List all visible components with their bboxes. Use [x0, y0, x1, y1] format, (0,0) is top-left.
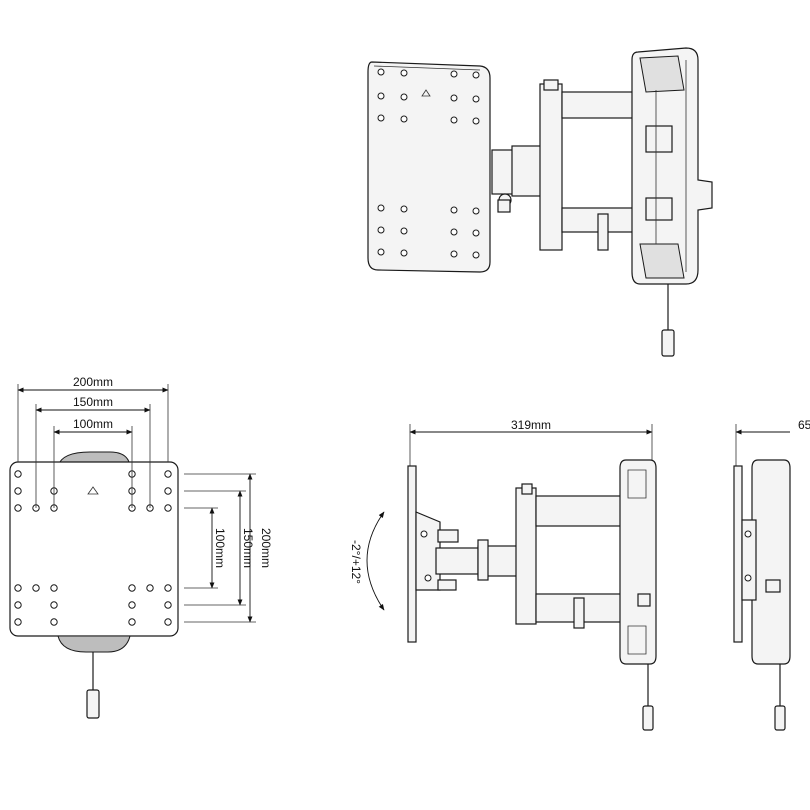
depth-label: 319mm [511, 418, 551, 432]
side-vesa-plate [407, 465, 417, 643]
tilt-indicator: -2°/+12° [349, 511, 385, 611]
edge-depth-label: 65 [798, 418, 810, 432]
safety-cable [661, 284, 675, 357]
edge-view: 65 [733, 418, 810, 731]
side-view: 319mm -2°/+12° [349, 418, 657, 731]
side-wall-plate [619, 459, 657, 665]
tilt-bracket [415, 511, 481, 591]
front-view: 200mm 150mm 100mm 100mm 150mm 200mm [9, 375, 273, 719]
depth-dimension: 319mm [409, 418, 653, 470]
wall-plate [631, 47, 713, 285]
perspective-view [367, 47, 713, 357]
height-label-150: 150mm [241, 528, 255, 568]
height-label-200: 200mm [259, 528, 273, 568]
side-arm [477, 483, 635, 629]
vesa-plate [367, 61, 491, 273]
width-label-150: 150mm [73, 395, 113, 409]
height-label-100: 100mm [213, 528, 227, 568]
vesa-holes-top [377, 68, 480, 259]
width-dimensions: 200mm 150mm 100mm [17, 375, 169, 508]
height-dimensions: 100mm 150mm 200mm [184, 473, 273, 623]
width-label-100: 100mm [73, 417, 113, 431]
tilt-label: -2°/+12° [349, 540, 363, 584]
width-label-200: 200mm [73, 375, 113, 389]
